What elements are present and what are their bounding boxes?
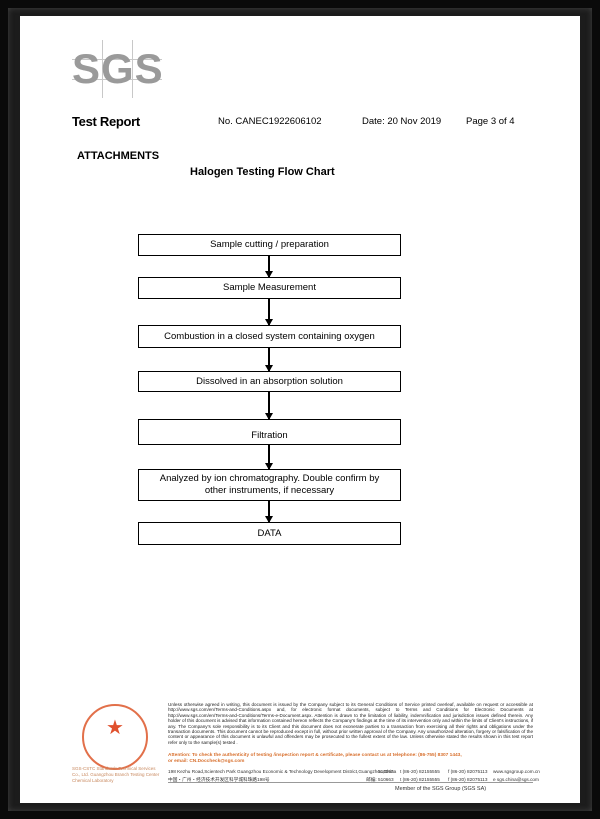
telephone: t (86-20) 82155555 (400, 769, 440, 774)
report-title: Test Report (72, 114, 140, 129)
address-cn: 中国・广州・经济技术开发区科学城科珠路198号 (168, 777, 270, 782)
flow-arrow-5 (265, 445, 273, 470)
address-row-cn: 中国・广州・经济技术开发区科学城科珠路198号 邮编: 510663 t (86… (168, 776, 539, 784)
email: e sgs.china@sgs.com (493, 777, 539, 782)
flow-chart-title: Halogen Testing Flow Chart (190, 166, 335, 178)
telephone-cn: t (86-20) 82155555 (400, 777, 440, 782)
attention-line-1: Attention: To check the authenticity of … (168, 753, 462, 758)
flow-step-4: Dissolved in an absorption solution (138, 371, 401, 392)
address-row-en: 198 Kezhu Road,Scientech Park Guangzhou … (168, 768, 540, 776)
logo-text: SGS (72, 45, 164, 92)
address-en: 198 Kezhu Road,Scientech Park Guangzhou … (168, 769, 397, 774)
fax: f (86-20) 82075113 (448, 769, 488, 774)
fax-cn: f (86-20) 82075113 (448, 777, 488, 782)
page-number: Page 3 of 4 (466, 116, 515, 127)
flow-step-1: Sample cutting / preparation (138, 234, 401, 256)
flow-arrow-4 (265, 392, 273, 420)
flow-step-3: Combustion in a closed system containing… (138, 325, 401, 348)
document-page: SGS Test Report No. CANEC1922606102 Date… (20, 16, 580, 803)
authenticity-notice: Attention: To check the authenticity of … (168, 753, 533, 764)
attention-line-2: or email: CN.Doccheck@sgs.com (168, 758, 245, 764)
postcode-en: 510663 (378, 769, 394, 774)
flow-step-7: DATA (138, 522, 401, 545)
attachments-heading: ATTACHMENTS (77, 150, 160, 162)
star-icon: ★ (106, 717, 124, 739)
report-date: Date: 20 Nov 2019 (362, 116, 442, 127)
stamp-ring (82, 704, 148, 770)
footer-divider (168, 782, 533, 783)
sgs-logo: SGS (72, 40, 164, 98)
flow-arrow-6 (265, 501, 273, 523)
postcode-cn: 邮编: 510663 (366, 777, 394, 782)
flow-arrow-2 (265, 299, 273, 326)
laboratory-stamp: ★ SGS-CSTC Standards Technical Services … (72, 702, 164, 783)
flow-step-6: Analyzed by ion chromatography. Double c… (138, 469, 401, 501)
flow-arrow-3 (265, 348, 273, 372)
legal-disclaimer: Unless otherwise agreed in writing, this… (168, 702, 533, 745)
website: www.sgsgroup.com.cn (493, 769, 540, 774)
flow-arrow-1 (265, 256, 273, 278)
stamp-caption: SGS-CSTC Standards Technical Services Co… (72, 766, 160, 783)
report-number: No. CANEC1922606102 (218, 116, 322, 127)
address-block: 198 Kezhu Road,Scientech Park Guangzhou … (168, 768, 540, 784)
flow-step-2: Sample Measurement (138, 277, 401, 299)
member-line: Member of the SGS Group (SGS SA) (395, 786, 487, 792)
flow-step-5: Filtration (138, 419, 401, 445)
